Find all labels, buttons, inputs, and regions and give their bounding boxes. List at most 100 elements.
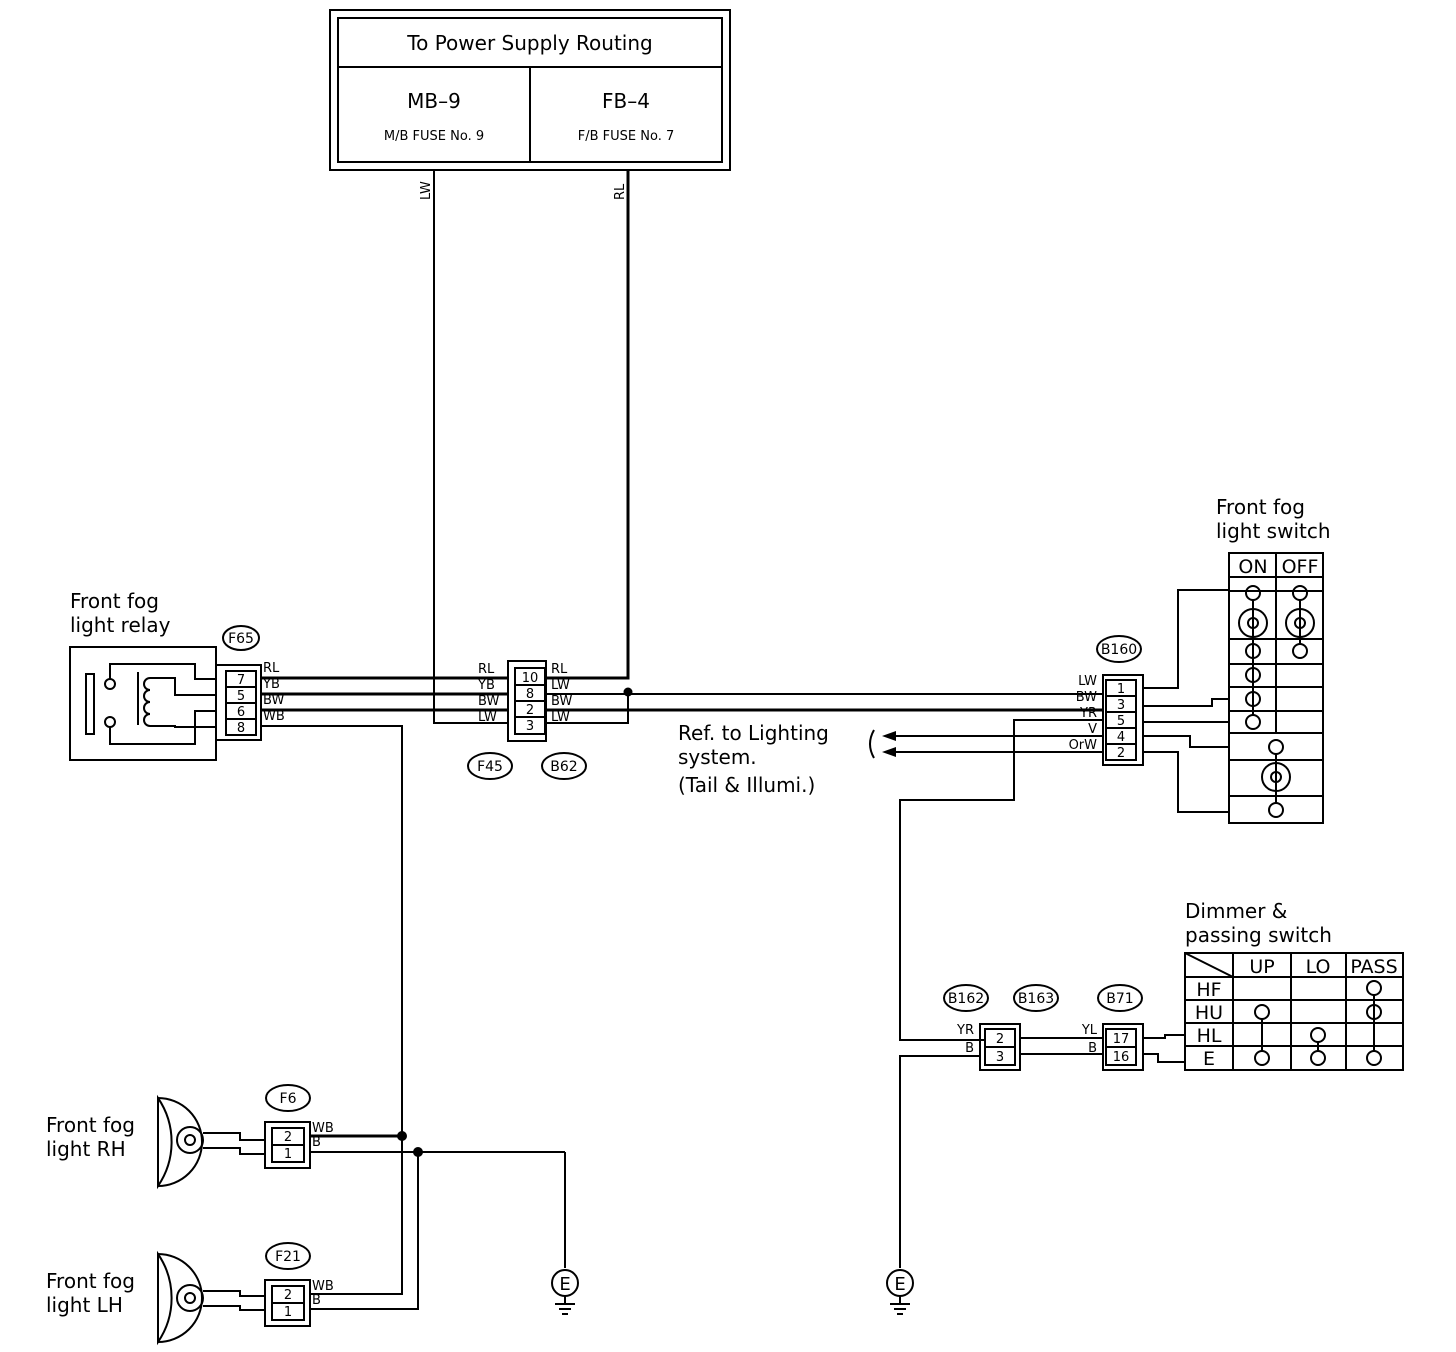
feed-wire-rl-label: RL bbox=[613, 183, 628, 200]
power-box-right-sub: F/B FUSE No. 7 bbox=[578, 129, 674, 144]
relay-pin: 8 bbox=[237, 721, 245, 736]
rh-wire: B bbox=[312, 1135, 321, 1150]
junction-right-wire: LW bbox=[551, 678, 570, 693]
b71-dimmer-wires bbox=[1143, 1034, 1185, 1063]
yr-wire bbox=[899, 719, 1103, 1041]
junction-pin: 3 bbox=[526, 719, 534, 734]
b160-pin: 4 bbox=[1117, 730, 1125, 745]
fog-switch-col-off: OFF bbox=[1282, 556, 1319, 578]
b162-wire: B bbox=[965, 1041, 974, 1056]
b160-pin: 5 bbox=[1117, 714, 1125, 729]
front-fog-light-rh: Front fog light RH F6 2 1 WB B bbox=[46, 1084, 334, 1190]
junction-switch-wires bbox=[546, 687, 1103, 724]
ref-note-line2: system. bbox=[678, 745, 757, 769]
power-box-title: To Power Supply Routing bbox=[406, 31, 652, 55]
lh-connector-id: F21 bbox=[275, 1249, 301, 1265]
connector-b71: B71 17 16 YL B bbox=[1081, 984, 1144, 1071]
power-feed-wires: LW RL bbox=[419, 170, 630, 724]
power-supply-box: To Power Supply Routing MB–9 M/B FUSE No… bbox=[329, 9, 731, 171]
b71-wire: B bbox=[1088, 1041, 1097, 1056]
lighting-ref-note: Ref. to Lighting system. (Tail & Illumi.… bbox=[678, 721, 829, 797]
relay-wire-label: YB bbox=[262, 677, 280, 692]
lh-wire: WB bbox=[312, 1279, 334, 1294]
connector-b163: B163 bbox=[1013, 984, 1059, 1012]
feed-wire-lw-label: LW bbox=[419, 181, 434, 200]
dimmer-col: LO bbox=[1306, 956, 1331, 978]
lh-name-line2: light LH bbox=[46, 1293, 123, 1317]
fog-switch-name-line1: Front fog bbox=[1216, 495, 1305, 519]
b160-wire: YR bbox=[1079, 706, 1097, 721]
dimmer-row: HL bbox=[1197, 1025, 1222, 1047]
front-fog-light-lh: Front fog light LH F21 2 1 WB B bbox=[46, 1242, 334, 1346]
junction-right-wire: BW bbox=[551, 694, 572, 709]
b160-wire: OrW bbox=[1069, 738, 1098, 753]
junction-right-id: B62 bbox=[550, 759, 577, 775]
b162-wire: YR bbox=[956, 1023, 974, 1038]
junction-left-wire: BW bbox=[478, 694, 499, 709]
rh-wire: WB bbox=[312, 1121, 334, 1136]
b160-wire: LW bbox=[1078, 674, 1097, 689]
ground-left: E bbox=[551, 1262, 579, 1315]
b160-pin: 1 bbox=[1117, 682, 1125, 697]
junction-left-wire: YB bbox=[477, 678, 495, 693]
dimmer-passing-switch: Dimmer & passing switch UP LO PASS HF HU… bbox=[1184, 899, 1404, 1071]
power-box-left-main: MB–9 bbox=[407, 89, 461, 113]
junction-pin: 10 bbox=[522, 671, 539, 686]
junction-connector: 10 8 2 3 RL YB BW LW RL LW BW LW F45 B62 bbox=[467, 660, 587, 780]
junction-left-wire: RL bbox=[478, 662, 495, 677]
dimmer-row: HU bbox=[1195, 1002, 1223, 1024]
connector-b162: B162 2 3 YR B bbox=[943, 984, 1021, 1071]
front-fog-light-switch: Front fog light switch ON OFF bbox=[1216, 495, 1331, 824]
rh-connector-id: F6 bbox=[280, 1091, 297, 1107]
b160-wire: BW bbox=[1076, 690, 1097, 705]
rh-name-line1: Front fog bbox=[46, 1113, 135, 1137]
b71-wire: YL bbox=[1081, 1023, 1098, 1038]
b162-pin: 2 bbox=[996, 1032, 1004, 1047]
rh-name-line2: light RH bbox=[46, 1137, 126, 1161]
relay-pin: 7 bbox=[237, 673, 245, 688]
relay-junction-wires bbox=[261, 676, 508, 1136]
relay-pin: 6 bbox=[237, 705, 245, 720]
ref-note-line3: (Tail & Illumi.) bbox=[678, 773, 815, 797]
dimmer-name-line2: passing switch bbox=[1185, 923, 1332, 947]
junction-pin: 8 bbox=[526, 687, 534, 702]
front-fog-light-relay: Front fog light relay bbox=[69, 589, 217, 761]
b160-pin: 3 bbox=[1117, 698, 1125, 713]
relay-wire-label: BW bbox=[263, 693, 284, 708]
dimmer-col: UP bbox=[1249, 956, 1274, 978]
dimmer-name-line1: Dimmer & bbox=[1185, 899, 1287, 923]
junction-left-id: F45 bbox=[477, 759, 503, 775]
fog-switch-name-line2: light switch bbox=[1216, 519, 1331, 543]
power-box-left-sub: M/B FUSE No. 9 bbox=[384, 129, 484, 144]
junction-right-wire: RL bbox=[551, 662, 568, 677]
relay-connector-id: F65 bbox=[228, 631, 254, 647]
ground-right: E bbox=[886, 1262, 914, 1315]
b162-b71-wires bbox=[1020, 1037, 1103, 1055]
b162-pin: 3 bbox=[996, 1050, 1004, 1065]
relay-name-line2: light relay bbox=[70, 613, 171, 637]
fog-light-wiring bbox=[310, 1131, 566, 1310]
b71-id: B71 bbox=[1106, 991, 1133, 1007]
switch-connector-b160: B160 1 3 5 4 2 LW BW YR V OrW bbox=[1069, 635, 1144, 766]
power-box-right-main: FB–4 bbox=[602, 89, 650, 113]
relay-pin: 5 bbox=[237, 689, 245, 704]
rh-pin: 1 bbox=[284, 1147, 292, 1162]
junction-left-wire: LW bbox=[478, 710, 497, 725]
b160-switch-wires bbox=[1143, 589, 1229, 813]
relay-wire-label: RL bbox=[263, 661, 280, 676]
relay-name-line1: Front fog bbox=[70, 589, 159, 613]
dimmer-row: HF bbox=[1196, 979, 1221, 1001]
b71-pin: 16 bbox=[1113, 1050, 1130, 1065]
ground-left-label: E bbox=[559, 1274, 570, 1295]
junction-right-wire: LW bbox=[551, 710, 570, 725]
relay-wire-label: WB bbox=[263, 709, 285, 724]
rh-pin: 2 bbox=[284, 1130, 292, 1145]
b160-pin: 2 bbox=[1117, 746, 1125, 761]
relay-connector-f65: F65 7 5 6 8 RL YB BW WB bbox=[215, 625, 285, 741]
b162-id: B162 bbox=[948, 991, 984, 1007]
b-ground-wire bbox=[899, 1055, 980, 1262]
b160-id: B160 bbox=[1101, 642, 1137, 658]
b71-pin: 17 bbox=[1113, 1032, 1130, 1047]
fog-switch-col-on: ON bbox=[1238, 556, 1267, 578]
